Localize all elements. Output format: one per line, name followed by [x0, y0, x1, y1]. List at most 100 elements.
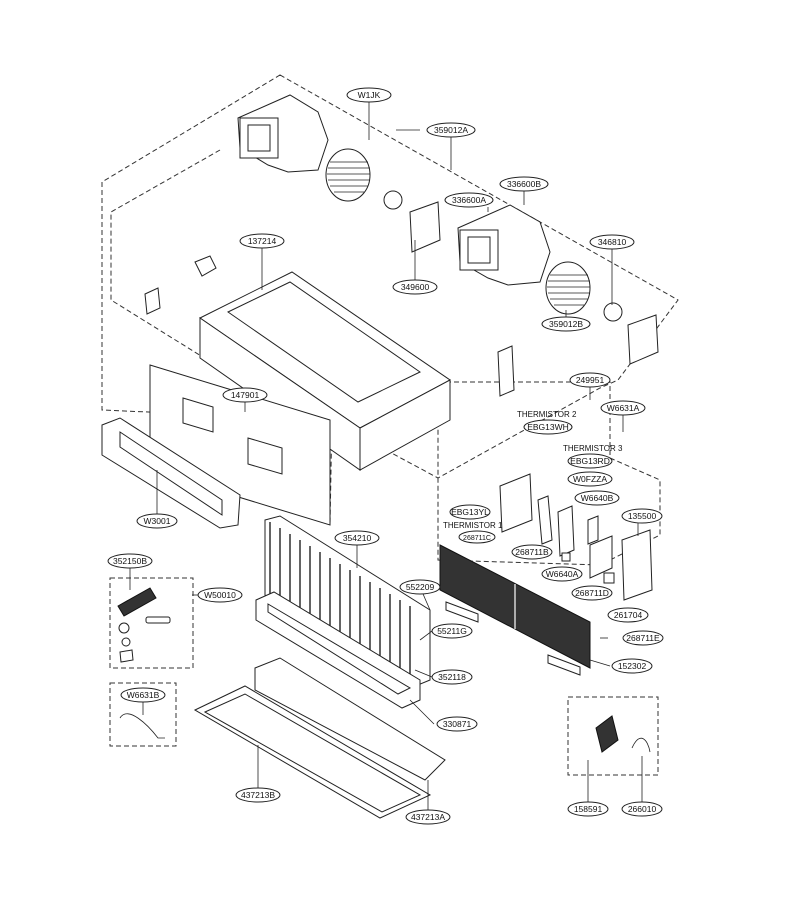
svg-text:249951: 249951 [576, 375, 605, 385]
wire-harness-w6631b [119, 713, 165, 739]
chassis-top-panel [227, 281, 421, 403]
drain-pan [255, 591, 421, 709]
svg-text:352150B: 352150B [113, 556, 147, 566]
duct-flange [101, 417, 241, 529]
air-grille [439, 544, 591, 676]
callout-152302: 152302 [611, 658, 653, 674]
svg-text:137214: 137214 [248, 236, 277, 246]
blower-1 [237, 94, 441, 253]
callout-labels: W1JK 359012A 336600B 336600A 346810 1372… [107, 87, 664, 825]
svg-text:552209: 552209 [406, 582, 435, 592]
svg-text:152302: 152302 [618, 661, 647, 671]
float-switch-266010 [631, 737, 651, 753]
callout-359012b: 359012B [541, 316, 591, 332]
callout-354210: 354210 [334, 530, 380, 546]
svg-text:EBG13RD: EBG13RD [570, 456, 610, 466]
drain-plug [145, 616, 171, 624]
thermistor-3-label: THERMISTOR 3 [563, 444, 623, 453]
small-fitting [603, 572, 615, 584]
thermistor-1-label: THERMISTOR 1 [443, 521, 503, 530]
callout-w6631a: W6631A [600, 400, 646, 416]
callout-ebg13yl: EBG13YL [449, 504, 491, 520]
callout-55211g: 55211G [431, 623, 473, 639]
callout-249951: 249951 [569, 372, 611, 388]
callout-346810: 346810 [589, 234, 635, 250]
callout-261704: 261704 [607, 607, 649, 623]
blower-outlet-inner-2 [467, 236, 491, 264]
motor-bracket-1 [409, 201, 441, 253]
svg-text:437213A: 437213A [411, 812, 445, 822]
fan-wheel-1 [325, 148, 371, 202]
callout-135500: 135500 [621, 508, 663, 524]
svg-text:W6631B: W6631B [127, 690, 160, 700]
grille-clip-left [445, 601, 479, 623]
callout-349600: 349600 [392, 279, 438, 295]
duct-flange-inner [119, 431, 223, 516]
fan-wheel-2 [545, 261, 591, 315]
svg-text:147901: 147901 [231, 390, 260, 400]
svg-text:336600B: 336600B [507, 179, 541, 189]
thermistor-2-label: THERMISTOR 2 [517, 410, 577, 419]
svg-text:268711B: 268711B [515, 547, 549, 557]
svg-text:55211G: 55211G [437, 626, 467, 636]
svg-text:266010: 266010 [628, 804, 657, 814]
bracket-a [194, 255, 217, 277]
bracket-b [144, 287, 161, 315]
callout-437213b: 437213B [235, 787, 281, 803]
svg-text:330871: 330871 [443, 719, 472, 729]
svg-text:268711C: 268711C [463, 535, 491, 542]
svg-text:W3001: W3001 [144, 516, 171, 526]
motor-2 [603, 302, 623, 322]
leader-lines [129, 102, 643, 810]
bracket-c [497, 345, 515, 397]
svg-text:437213B: 437213B [241, 790, 275, 800]
pump-kit-boundary [567, 696, 659, 776]
callout-w1jk: W1JK [346, 87, 392, 103]
svg-text:EBG13WH: EBG13WH [527, 422, 569, 432]
svg-text:359012A: 359012A [434, 125, 468, 135]
bottom-rail-437213a [254, 657, 446, 781]
callout-352118: 352118 [431, 669, 473, 685]
svg-text:336600A: 336600A [452, 195, 486, 205]
svg-text:W6631A: W6631A [607, 403, 640, 413]
control-box-body [499, 473, 533, 533]
callout-268711d: 268711D [571, 585, 613, 601]
svg-text:261704: 261704 [614, 610, 643, 620]
control-box [499, 473, 653, 601]
front-panel-opening-1 [182, 397, 214, 433]
pcb-cover [589, 535, 613, 579]
svg-text:359012B: 359012B [549, 319, 583, 329]
blower-2 [457, 204, 659, 365]
callout-137214: 137214 [239, 233, 285, 249]
svg-text:349600: 349600 [401, 282, 430, 292]
callout-437213a: 437213A [405, 809, 451, 825]
bottom-cover-inner [203, 693, 422, 813]
svg-text:W6640A: W6640A [546, 569, 579, 579]
screw [119, 649, 134, 663]
display-cover-135500 [621, 529, 653, 601]
callout-w0fzza: W0FZZA [567, 471, 613, 487]
sensor-w6640a [561, 552, 571, 562]
svg-text:268711D: 268711D [575, 588, 609, 598]
blower-outlet-inner-1 [247, 124, 271, 152]
callout-268711b: 268711B [511, 544, 553, 560]
callout-ebg13rd: EBG13RD [567, 453, 613, 469]
grille-clip-right [547, 654, 581, 676]
callout-w6640a: W6640A [541, 566, 583, 582]
svg-text:W1JK: W1JK [358, 90, 381, 100]
callout-552209: 552209 [399, 579, 441, 595]
callout-w3001: W3001 [136, 513, 178, 529]
evaporator-coil [264, 515, 431, 686]
callout-w6640b: W6640B [574, 490, 620, 506]
svg-text:268711E: 268711E [626, 633, 660, 643]
drain-kit-parts [117, 587, 171, 663]
pump-158591 [595, 715, 619, 753]
callout-330871: 330871 [436, 716, 478, 732]
callout-336600a: 336600A [444, 192, 494, 208]
front-panel [149, 364, 331, 526]
control-plate [557, 505, 575, 557]
svg-text:135500: 135500 [628, 511, 657, 521]
svg-text:EBG13YL: EBG13YL [451, 507, 489, 517]
svg-text:W6640B: W6640B [581, 493, 614, 503]
